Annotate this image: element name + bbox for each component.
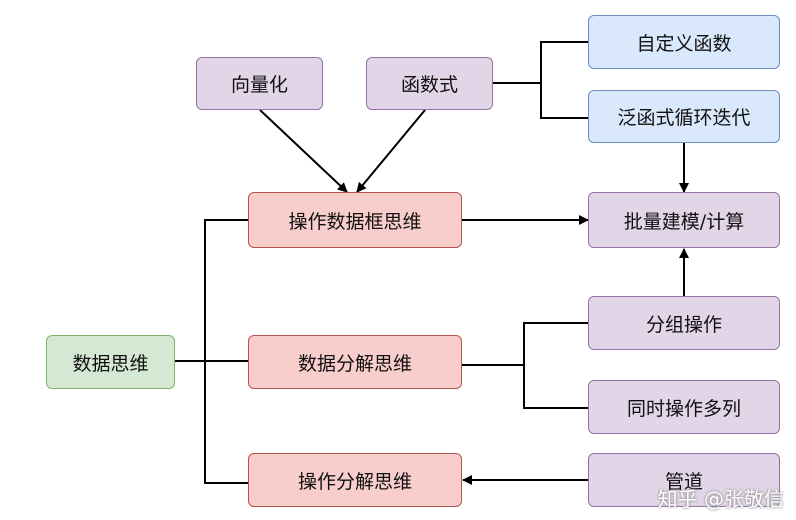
node-generic-loop[interactable]: 泛函式循环迭代 <box>588 90 780 143</box>
node-functional[interactable]: 函数式 <box>366 57 493 110</box>
node-vectorize[interactable]: 向量化 <box>196 57 323 110</box>
node-dataframe-thinking[interactable]: 操作数据框思维 <box>248 192 462 248</box>
edge-data-thinking-tree <box>204 219 248 484</box>
node-decompose-data[interactable]: 数据分解思维 <box>248 335 462 389</box>
node-batch-modeling[interactable]: 批量建模/计算 <box>588 192 780 248</box>
edge-functional-to-dataframe <box>356 109 426 193</box>
node-multi-column[interactable]: 同时操作多列 <box>588 380 780 434</box>
node-group-op[interactable]: 分组操作 <box>588 296 780 350</box>
node-decompose-op[interactable]: 操作分解思维 <box>248 453 462 507</box>
node-data-thinking[interactable]: 数据思维 <box>46 335 175 389</box>
watermark: 知乎 @张敬信 <box>657 487 784 511</box>
edge-bracket-vertical <box>540 41 588 119</box>
edge-decompose-vertical <box>523 322 588 409</box>
edge-vectorize-to-dataframe <box>259 109 348 193</box>
node-custom-function[interactable]: 自定义函数 <box>588 15 780 69</box>
node-pipeline[interactable]: 管道 <box>588 453 780 507</box>
